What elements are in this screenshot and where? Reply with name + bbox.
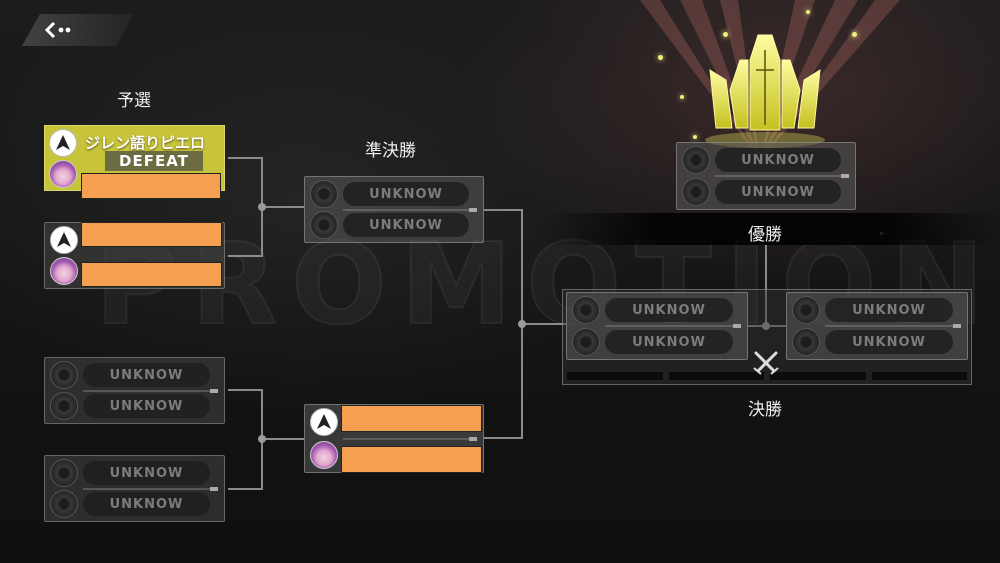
slot-name: UNKNOW (83, 492, 210, 516)
round-label-final: 決勝 (748, 400, 782, 420)
slot-name: UNKNOW (715, 148, 841, 172)
bracket-slot[interactable] (45, 254, 224, 288)
empty-avatar (50, 459, 78, 487)
prelim-match-2[interactable]: UNKNOW UNKNOW (44, 357, 225, 424)
slot-name: UNKNOW (83, 461, 210, 485)
bracket-slot[interactable] (305, 405, 483, 439)
sparkle (693, 135, 697, 139)
redacted-name (341, 446, 482, 473)
slot-divider (83, 486, 218, 491)
empty-avatar (792, 296, 820, 324)
crossed-swords-icon (753, 351, 779, 375)
slot-divider (83, 388, 218, 393)
player-avatar (49, 160, 77, 188)
round-label-semifinal: 準決勝 (365, 141, 416, 161)
final-progress-bar (567, 372, 967, 380)
slot-name: UNKNOW (343, 182, 469, 206)
player-avatar (310, 408, 338, 436)
empty-avatar (792, 328, 820, 356)
prelim-match-3[interactable]: UNKNOW UNKNOW (44, 455, 225, 522)
bracket-slot[interactable] (45, 223, 224, 257)
bracket-slot[interactable] (305, 438, 483, 472)
slot-divider (715, 174, 849, 178)
player-avatar (50, 226, 78, 254)
bracket-slot[interactable]: UNKNOW (567, 293, 747, 327)
final-slot-right[interactable]: UNKNOW UNKNOW (786, 292, 968, 360)
bracket-slot[interactable]: UNKNOW (45, 389, 224, 423)
semifinal-match-2[interactable] (304, 404, 484, 473)
slot-divider (825, 324, 961, 328)
ship-emblem-icon (317, 414, 331, 429)
sparkle (806, 10, 810, 14)
bracket-slot[interactable]: UNKNOW (677, 143, 855, 177)
semifinal-match-1[interactable]: UNKNOW UNKNOW (304, 176, 484, 243)
bracket-slot[interactable]: UNKNOW (45, 358, 224, 392)
slot-name: UNKNOW (343, 213, 469, 237)
bracket-slot[interactable]: UNKNOW (787, 325, 967, 359)
final-slot-left[interactable]: UNKNOW UNKNOW (566, 292, 748, 360)
empty-avatar (682, 146, 710, 174)
prelim-match-1-lower[interactable] (44, 222, 225, 289)
empty-avatar (310, 211, 338, 239)
bracket-slot[interactable]: UNKNOW (677, 175, 855, 209)
slot-divider (605, 324, 741, 328)
redacted-name (81, 173, 221, 199)
bracket-slot[interactable]: UNKNOW (305, 208, 483, 242)
redacted-name (81, 222, 222, 247)
empty-avatar (50, 490, 78, 518)
slot-name: UNKNOW (83, 363, 210, 387)
champion-banner (545, 213, 1000, 245)
redacted-name (341, 405, 482, 432)
player-name: ジレン語りピエロ (85, 134, 206, 152)
slot-name: UNKNOW (825, 298, 953, 322)
defeat-badge: DEFEAT (105, 151, 203, 171)
slot-divider (343, 207, 477, 212)
empty-avatar (572, 296, 600, 324)
empty-avatar (50, 392, 78, 420)
back-arrow-icon (44, 22, 78, 38)
champion-slot[interactable]: UNKNOW UNKNOW (676, 142, 856, 210)
empty-avatar (310, 180, 338, 208)
slot-name: UNKNOW (715, 180, 841, 204)
trophy-icon (705, 34, 825, 148)
bracket-slot[interactable]: UNKNOW (305, 177, 483, 211)
slot-divider (343, 436, 477, 441)
slot-name: UNKNOW (605, 330, 733, 354)
empty-avatar (50, 361, 78, 389)
player-avatar (49, 129, 77, 157)
sparkle (680, 95, 684, 99)
bracket-slot[interactable]: UNKNOW (45, 487, 224, 521)
slot-name: UNKNOW (825, 330, 953, 354)
sparkle (852, 32, 857, 37)
slot-name: UNKNOW (605, 298, 733, 322)
back-button[interactable] (22, 14, 134, 46)
bracket-slot[interactable]: UNKNOW (567, 325, 747, 359)
round-label-preliminary: 予選 (117, 91, 151, 111)
slot-name: UNKNOW (83, 394, 210, 418)
sparkle (723, 32, 728, 37)
winner-card[interactable]: ジレン語りピエロ DEFEAT (44, 125, 225, 199)
bracket-slot[interactable]: UNKNOW (787, 293, 967, 327)
empty-avatar (572, 328, 600, 356)
player-avatar (310, 441, 338, 469)
bracket-slot[interactable]: UNKNOW (45, 456, 224, 490)
ship-emblem-icon (57, 232, 71, 247)
round-label-champion: 優勝 (748, 225, 782, 245)
player-avatar (50, 257, 78, 285)
sparkle (658, 55, 663, 60)
empty-avatar (682, 178, 710, 206)
ship-emblem-icon (56, 135, 70, 150)
redacted-name (81, 262, 222, 287)
